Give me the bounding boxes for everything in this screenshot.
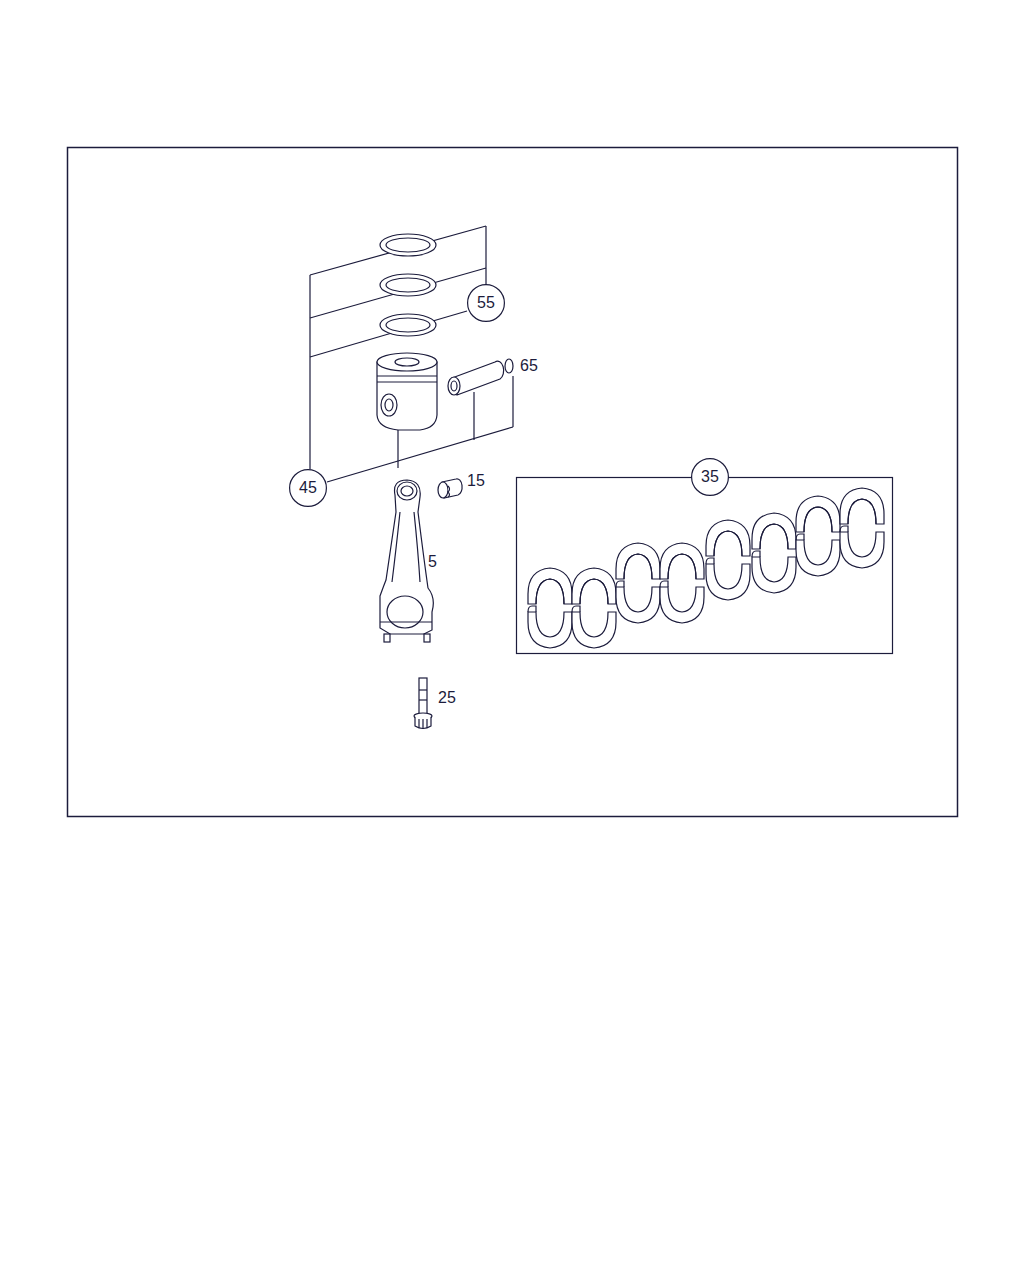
connecting-rod — [380, 480, 433, 642]
callout-number: 35 — [691, 458, 729, 496]
callout-number: 25 — [437, 690, 457, 706]
frame — [68, 148, 958, 817]
leader-lines — [310, 226, 513, 482]
callout-circle: 35 — [691, 458, 729, 496]
circle-shape — [290, 470, 327, 507]
bearing-shells — [528, 488, 884, 648]
piston-pin — [448, 359, 513, 395]
circle-shape — [468, 285, 505, 322]
circle-shape — [692, 459, 729, 496]
callout-circle: 45 — [289, 469, 327, 507]
bearing-box — [517, 478, 893, 654]
piston-rings — [380, 234, 436, 336]
bushing — [438, 479, 462, 498]
callout-number: 65 — [519, 358, 539, 374]
callout-number: 45 — [289, 469, 327, 507]
callout-circle: 55 — [467, 284, 505, 322]
callout-number: 5 — [427, 554, 438, 570]
callout-number: 55 — [467, 284, 505, 322]
callout-number: 15 — [466, 473, 486, 489]
rod-bolt — [414, 678, 432, 729]
piston — [377, 353, 437, 430]
